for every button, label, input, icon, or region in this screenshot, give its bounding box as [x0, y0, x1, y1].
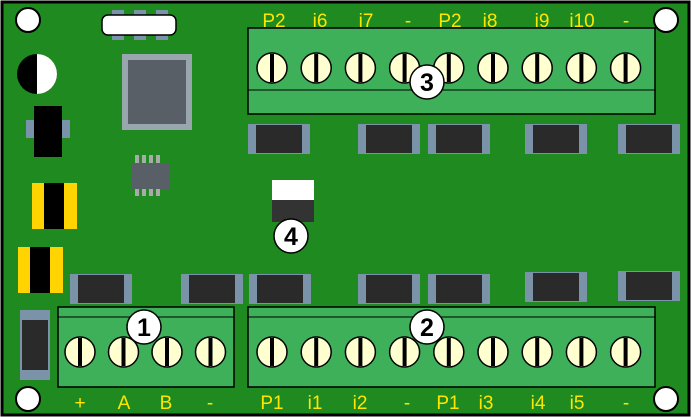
screw-terminal-1-1 — [64, 336, 96, 368]
terminal-3-label-1: P2 — [262, 11, 285, 32]
terminal-1-labels: + A B - — [74, 393, 213, 414]
terminal-3-label-7: i9 — [535, 11, 550, 32]
microcontroller-chip — [122, 54, 192, 130]
smd-diode-12 — [618, 271, 680, 301]
terminal-3-label-9: - — [623, 11, 629, 32]
screw-terminal-2-9 — [609, 336, 642, 368]
terminal-1-label-4: - — [207, 393, 213, 414]
terminal-block-3: 3 — [247, 27, 656, 115]
screw-terminal-3-2 — [300, 52, 332, 84]
screw-terminal-2-7 — [521, 336, 553, 368]
terminal-3-label-2: i6 — [313, 11, 328, 32]
terminal-2-label-4: - — [404, 393, 410, 414]
smd-diode-2 — [358, 124, 420, 154]
smd-diode-1 — [248, 124, 310, 154]
terminal-2-label-3: i2 — [353, 393, 368, 414]
mount-hole-top-left — [15, 7, 41, 33]
screw-terminal-1-4 — [194, 336, 227, 368]
terminal-2-label-8: i5 — [570, 393, 585, 414]
smd-diode-9 — [358, 274, 420, 304]
smd-component-left-pad2 — [26, 120, 34, 138]
electrolytic-capacitor — [17, 54, 57, 94]
screw-terminal-2-5 — [433, 336, 465, 368]
screw-terminal-3-3 — [344, 52, 377, 84]
terminal-3-label-5: P2 — [438, 11, 461, 32]
terminal-3-label-4: - — [405, 11, 411, 32]
screw-terminal-2-8 — [565, 336, 598, 368]
screw-terminal-2-6 — [477, 336, 509, 368]
terminal-2-label-2: i1 — [308, 393, 323, 414]
callout-3-number: 3 — [420, 69, 434, 97]
smd-diode-5 — [618, 124, 680, 154]
callout-2-number: 2 — [420, 314, 434, 342]
terminal-3-label-6: i8 — [483, 11, 498, 32]
screw-terminal-3-8 — [565, 52, 598, 84]
terminal-1-label-3: B — [160, 393, 173, 414]
screw-terminal-2-2 — [300, 336, 332, 368]
terminal-block-2: 2 — [247, 306, 656, 388]
terminal-3-labels: P2 i6 i7 - P2 i8 i9 i10 - — [262, 11, 629, 32]
smd-diode-7 — [181, 274, 243, 304]
smd-component-left-pad — [62, 120, 70, 138]
mount-hole-top-right — [653, 7, 679, 33]
smd-diode-left-vertical — [20, 310, 50, 380]
terminal-3-label-8: i10 — [569, 11, 594, 32]
callout-1-number: 1 — [137, 314, 151, 342]
mount-hole-bottom-right — [653, 386, 679, 412]
smd-diode-11 — [525, 272, 587, 302]
callout-1: 1 — [126, 309, 162, 345]
callout-4: 4 — [273, 218, 309, 254]
callout-4-number: 4 — [284, 223, 298, 251]
crystal-oscillator — [101, 10, 177, 40]
screw-terminal-3-9 — [609, 52, 642, 84]
smd-diode-8 — [249, 274, 311, 304]
screw-terminal-3-6 — [477, 52, 509, 84]
screw-terminal-1-3 — [151, 336, 183, 368]
smd-component-left — [34, 106, 62, 157]
smd-diode-4 — [525, 124, 587, 154]
screw-terminal-3-1 — [256, 52, 288, 84]
terminal-blocks: 1 2 3 — [57, 27, 656, 388]
yellow-inductor-1 — [32, 183, 77, 229]
callout-3: 3 — [409, 64, 445, 100]
yellow-inductor-2 — [18, 247, 63, 293]
terminal-block-1: 1 — [57, 306, 235, 388]
screw-terminal-1-2 — [107, 336, 140, 368]
mount-hole-bottom-left — [15, 386, 41, 412]
smd-diode-3 — [428, 124, 490, 154]
screw-terminal-3-7 — [521, 52, 553, 84]
screw-terminal-2-4 — [388, 336, 421, 368]
component-4 — [272, 180, 314, 222]
terminal-2-label-5: P1 — [436, 393, 459, 414]
terminal-2-label-7: i4 — [531, 393, 546, 414]
terminal-2-label-6: i3 — [479, 393, 494, 414]
screw-terminal-2-3 — [344, 336, 377, 368]
terminal-1-label-1: + — [74, 393, 85, 414]
terminal-2-label-1: P1 — [260, 393, 283, 414]
terminal-3-label-3: i7 — [359, 11, 374, 32]
smd-diode-10 — [428, 274, 490, 304]
smd-diode-6 — [70, 274, 132, 304]
terminal-2-label-9: - — [623, 393, 629, 414]
small-ic-chip — [131, 155, 170, 196]
terminal-1-label-2: A — [118, 393, 131, 414]
terminal-2-labels: P1 i1 i2 - P1 i3 i4 i5 - — [260, 393, 629, 414]
callout-2: 2 — [409, 309, 445, 345]
screw-terminal-2-1 — [256, 336, 288, 368]
smd-diodes — [70, 124, 680, 304]
